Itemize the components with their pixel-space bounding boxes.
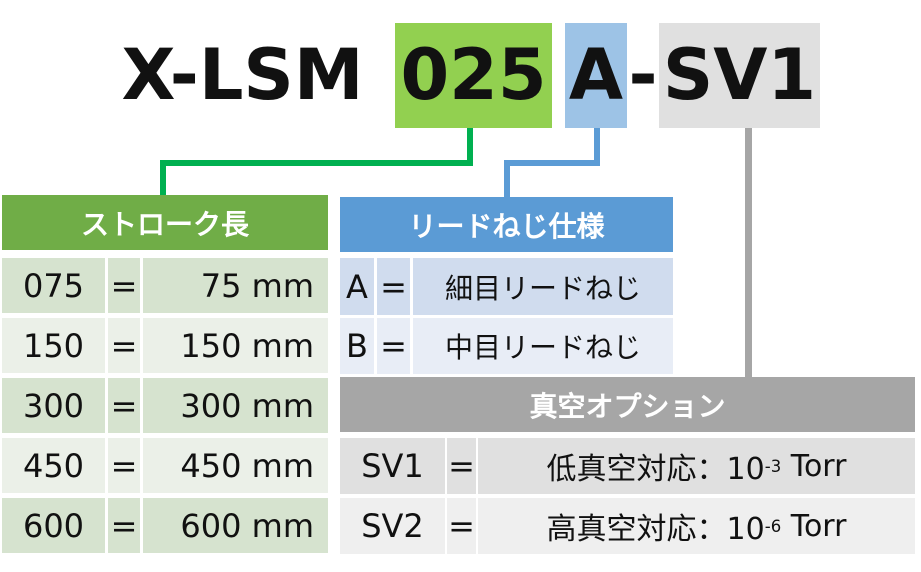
table-cell: = — [447, 438, 476, 494]
lead-header: リードねじ仕様 — [340, 197, 673, 252]
table-cell: 450 — [2, 438, 105, 493]
vacuum-unit: Torr — [781, 448, 847, 484]
table-cell: SV1 — [340, 438, 445, 494]
model-dash: - — [628, 34, 658, 116]
table-cell: 中目リードねじ — [413, 318, 673, 374]
table-cell: = — [377, 318, 410, 374]
table-cell: 600 — [2, 498, 105, 553]
vacuum-header: 真空オプション — [340, 377, 915, 432]
table-cell: 600 mm — [143, 498, 328, 553]
table-cell: 450 mm — [143, 438, 328, 493]
table-cell: = — [108, 438, 140, 493]
table-cell: 150 — [2, 318, 105, 373]
table-cell: = — [377, 258, 410, 315]
table-cell: 075 — [2, 258, 105, 313]
table-cell: 高真空対応：10-6 Torr — [478, 498, 915, 554]
table-cell: = — [108, 258, 140, 313]
table-cell: 150 mm — [143, 318, 328, 373]
vacuum-label: 低真空対応：10 — [546, 452, 765, 487]
table-cell: = — [108, 498, 140, 553]
model-prefix: X-LSM — [121, 34, 364, 116]
table-cell: SV2 — [340, 498, 445, 554]
stroke-header: ストローク長 — [2, 195, 328, 250]
vacuum-exponent: -6 — [764, 516, 782, 536]
table-cell: 75 mm — [143, 258, 328, 313]
lead-code-box: A — [565, 23, 627, 128]
table-cell: B — [340, 318, 374, 374]
vacuum-exponent: -3 — [764, 456, 782, 476]
table-cell: 細目リードねじ — [413, 258, 673, 315]
table-cell: = — [447, 498, 476, 554]
stroke-code-box: 025 — [395, 23, 552, 128]
vacuum-label: 高真空対応：10 — [546, 512, 765, 547]
table-cell: 低真空対応：10-3 Torr — [478, 438, 915, 494]
table-cell: 300 mm — [143, 378, 328, 433]
vacuum-connector — [745, 128, 752, 378]
table-cell: A — [340, 258, 374, 315]
table-cell: = — [108, 318, 140, 373]
vacuum-unit: Torr — [781, 508, 847, 544]
vacuum-code-box: SV1 — [659, 23, 820, 128]
table-cell: = — [108, 378, 140, 433]
table-cell: 300 — [2, 378, 105, 433]
